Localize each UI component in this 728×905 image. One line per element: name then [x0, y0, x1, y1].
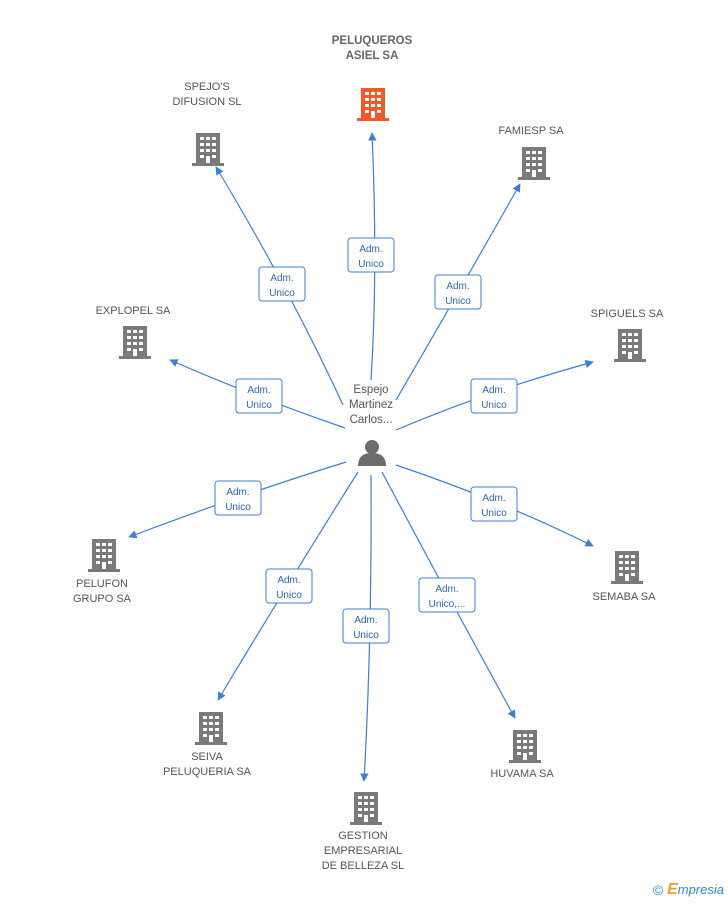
relation-text: Unico: [276, 590, 302, 601]
building-icon: [192, 133, 224, 166]
relation-text: Adm.: [435, 584, 458, 595]
company-label-line: ASIEL SA: [346, 50, 399, 62]
relation-label-explopel[interactable]: Adm. Unico: [235, 378, 283, 414]
building-icon: [357, 88, 389, 121]
relation-text: Unico: [481, 508, 507, 519]
person-label-line: Espejo: [353, 384, 388, 396]
company-label-line: SEIVA: [191, 751, 223, 763]
company-node-spiguels[interactable]: SPIGUELS SA: [591, 308, 664, 362]
relation-box: [347, 237, 395, 273]
relation-box: [235, 378, 283, 414]
building-icon: [88, 539, 120, 572]
relation-text: Unico: [481, 400, 507, 411]
relation-text: Adm.: [270, 273, 293, 284]
company-label-line: SEMABA SA: [593, 591, 657, 603]
company-node-semaba[interactable]: SEMABA SA: [593, 551, 657, 603]
building-icon: [195, 712, 227, 745]
building-icon: [119, 326, 151, 359]
relation-text: Adm.: [226, 487, 249, 498]
relation-text: Unico: [445, 296, 471, 307]
relation-text: Unico: [358, 259, 384, 270]
relation-label-seiva-peluqueria[interactable]: Adm. Unico: [265, 568, 313, 604]
relation-box: [258, 266, 306, 302]
relation-label-famiesp[interactable]: Adm. Unico: [434, 274, 482, 310]
relation-text: Unico: [225, 502, 251, 513]
company-label-line: DIFUSION SL: [172, 96, 241, 108]
building-icon: [614, 329, 646, 362]
copyright-symbol: ©: [652, 882, 664, 898]
relation-text: Adm.: [482, 385, 505, 396]
building-icon: [350, 792, 382, 825]
company-label-line: EMPRESARIAL: [324, 845, 402, 857]
relation-text: Adm.: [354, 615, 377, 626]
footer-brand[interactable]: © Empresia: [653, 881, 724, 899]
company-node-seiva-peluqueria[interactable]: SEIVA PELUQUERIA SA: [163, 712, 252, 778]
relation-box: [470, 486, 518, 522]
brand-logo-text: mpresia: [677, 882, 724, 897]
brand-logo-e: E: [667, 881, 678, 898]
company-node-famiesp[interactable]: FAMIESP SA: [498, 125, 564, 180]
relation-label-pelufon-grupo[interactable]: Adm. Unico: [214, 480, 262, 516]
relation-label-spiguels[interactable]: Adm. Unico: [470, 378, 518, 414]
company-node-pelufon-grupo[interactable]: PELUFON GRUPO SA: [73, 539, 132, 605]
building-icon: [518, 147, 550, 180]
relation-text: Unico: [246, 400, 272, 411]
company-node-huvama[interactable]: HUVAMA SA: [490, 730, 554, 780]
company-label-line: FAMIESP SA: [498, 125, 564, 137]
company-label-line: PELUQUEROS: [332, 35, 413, 47]
company-label-line: DE BELLEZA SL: [322, 860, 405, 872]
relation-text: Adm.: [247, 385, 270, 396]
person-label-line: Carlos...: [350, 414, 393, 426]
company-label-line: EXPLOPEL SA: [96, 305, 171, 317]
edges-layer: Adm.UnicoAdm.UnicoAdm.UnicoAdm.UnicoAdm.…: [128, 132, 594, 782]
relation-box: [418, 577, 476, 613]
relation-text: Adm.: [277, 575, 300, 586]
company-label-line: SPEJO'S: [184, 81, 230, 93]
relation-label-peluqueros-asiel[interactable]: Adm. Unico: [347, 237, 395, 273]
relation-text: Adm.: [482, 493, 505, 504]
building-icon: [509, 730, 541, 763]
company-label-line: PELUFON: [76, 578, 128, 590]
relation-text: Adm.: [359, 244, 382, 255]
relation-box: [470, 378, 518, 414]
relation-label-semaba[interactable]: Adm. Unico: [470, 486, 518, 522]
company-node-spejos-difusion[interactable]: SPEJO'S DIFUSION SL: [172, 81, 242, 166]
relation-text: Adm.: [446, 281, 469, 292]
relation-box: [342, 608, 390, 644]
company-node-explopel[interactable]: EXPLOPEL SA: [96, 305, 171, 359]
relation-label-gestion-empresarial[interactable]: Adm. Unico: [342, 608, 390, 644]
company-label-line: HUVAMA SA: [490, 768, 554, 780]
person-node[interactable]: Espejo Martinez Carlos...: [349, 384, 393, 466]
relation-box: [214, 480, 262, 516]
person-label-line: Martinez: [349, 399, 393, 411]
company-label-line: SPIGUELS SA: [591, 308, 664, 320]
company-label-line: PELUQUERIA SA: [163, 766, 252, 778]
relation-box: [434, 274, 482, 310]
relation-label-huvama[interactable]: Adm. Unico,...: [418, 577, 476, 613]
nodes-layer: PELUQUEROS ASIEL SA SPEJO'S DIFUSION SL FAMI…: [73, 35, 664, 872]
company-node-peluqueros-asiel[interactable]: PELUQUEROS ASIEL SA: [332, 35, 413, 121]
building-icon: [611, 551, 643, 584]
relation-label-spejos-difusion[interactable]: Adm. Unico: [258, 266, 306, 302]
company-label-line: GESTION: [338, 830, 388, 842]
company-node-gestion-empresarial[interactable]: GESTION EMPRESARIAL DE BELLEZA SL: [322, 792, 405, 872]
relation-text: Unico: [353, 630, 379, 641]
relation-box: [265, 568, 313, 604]
relation-text: Unico,...: [429, 599, 466, 610]
relation-text: Unico: [269, 288, 295, 299]
company-label-line: GRUPO SA: [73, 593, 132, 605]
person-icon: [358, 440, 386, 466]
